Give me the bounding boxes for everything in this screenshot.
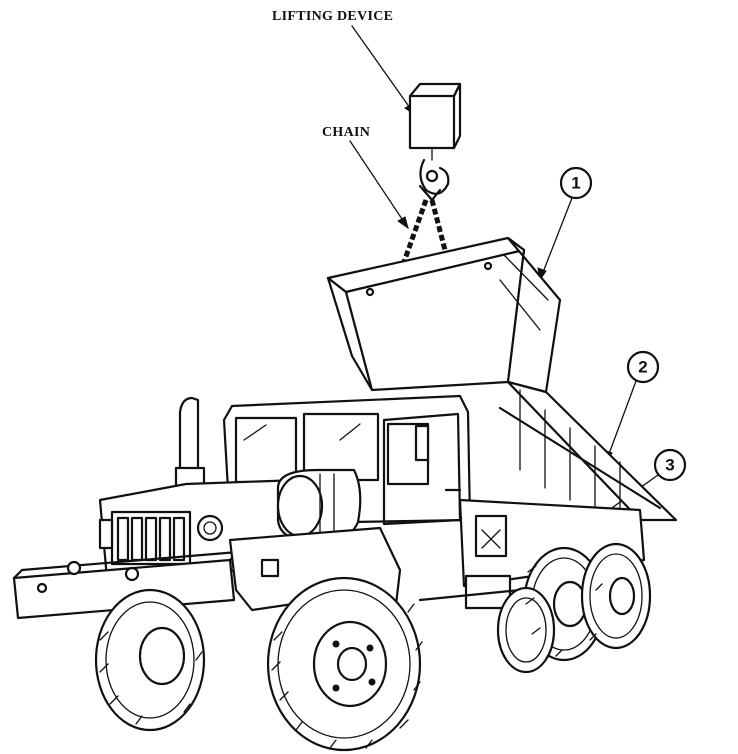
dump-body xyxy=(326,236,678,522)
callout-2-number: 2 xyxy=(638,358,647,377)
callout-3-number: 3 xyxy=(665,456,674,475)
air-cleaner xyxy=(276,468,362,544)
callout-2: 2 xyxy=(603,350,660,464)
callout-1-number: 1 xyxy=(571,174,580,193)
lifting-device-leader xyxy=(351,25,416,116)
rear-wheel-inner xyxy=(496,586,556,674)
chain-arrowhead xyxy=(397,216,409,230)
hook-illustration xyxy=(418,158,450,202)
front-right-wheel xyxy=(266,576,422,752)
chain-leader xyxy=(349,140,409,229)
chain-illustration xyxy=(401,199,449,263)
grille xyxy=(110,510,192,566)
callout-1: 1 xyxy=(537,166,593,282)
lifting-device-label: LIFTING DEVICE xyxy=(272,9,393,24)
lifting-device-illustration xyxy=(408,82,462,161)
rear-wheel-back xyxy=(580,542,652,650)
chain-label: CHAIN xyxy=(322,125,370,140)
tire-tread-marks xyxy=(99,565,603,749)
front-left-wheel xyxy=(94,588,206,732)
